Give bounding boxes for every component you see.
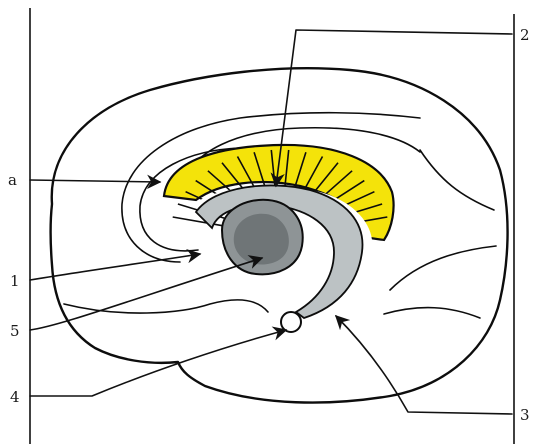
label-3: 3 <box>520 406 530 424</box>
parietal-sulcus-line <box>420 150 494 210</box>
amygdala-circle <box>281 312 301 332</box>
leader-line-1 <box>30 254 200 280</box>
label-a: a <box>8 171 17 189</box>
calcarine-line <box>384 308 480 318</box>
leader-line-5 <box>30 258 262 330</box>
leader-line-a <box>30 180 160 182</box>
label-2: 2 <box>520 26 530 44</box>
label-4: 4 <box>10 388 20 406</box>
occipital-sulcus-line <box>390 246 496 290</box>
label-1: 1 <box>10 272 20 290</box>
thalamus-dark-inner <box>234 214 289 265</box>
temporal-sulcus-line <box>64 300 268 313</box>
label-5: 5 <box>10 322 20 340</box>
